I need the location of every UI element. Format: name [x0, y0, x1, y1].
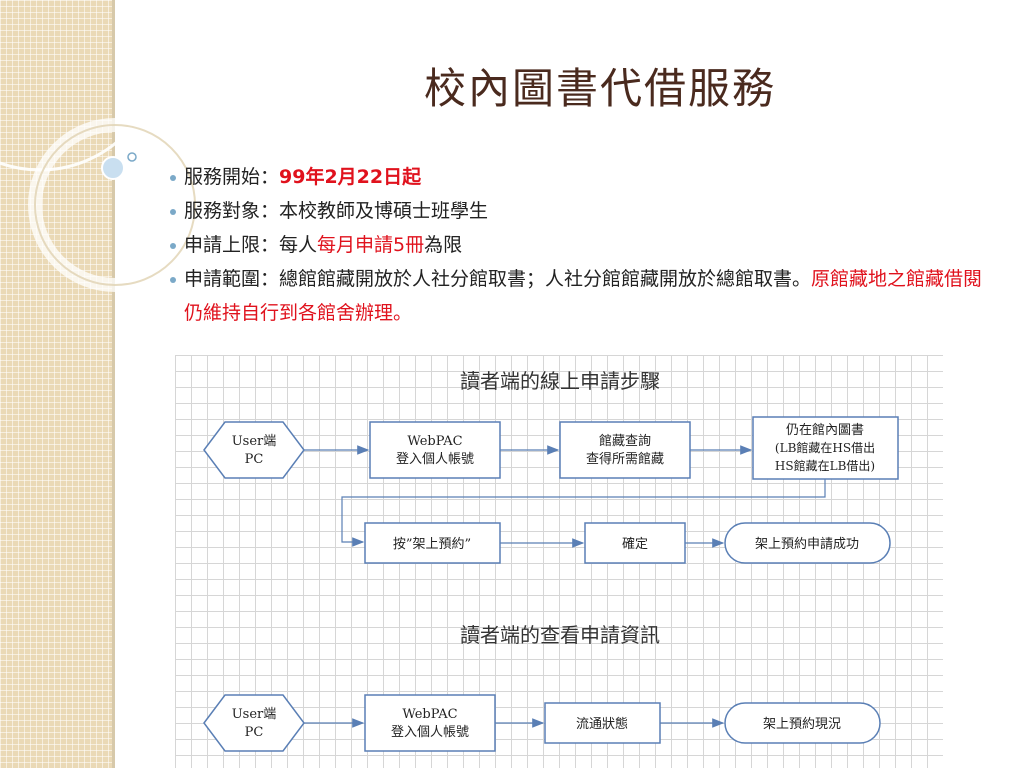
flow-diagram-image: 讀者端的線上申請步驟 User端 PC WebPAC 登入個人帳號 館藏查詢 查… — [175, 355, 943, 768]
flow2-title: 讀者端的查看申請資訊 — [460, 623, 660, 647]
flow1-search-node — [559, 421, 691, 479]
flow-diagram-svg: 讀者端的線上申請步驟 User端 PC WebPAC 登入個人帳號 館藏查詢 查… — [203, 369, 899, 752]
bullet-label: 服務對象：本校教師及博碩士班學生 — [184, 200, 489, 222]
sidebar-pattern — [0, 0, 112, 768]
flow1-confirm-label: 確定 — [622, 536, 648, 552]
request-scope-note: 原館藏地之館藏借閱仍維持自行到各館舍辦理。 — [184, 268, 983, 324]
flow2-current-node — [724, 702, 881, 744]
flow1-webpac-line1: WebPAC — [407, 434, 462, 449]
flow2-webpac-node — [364, 694, 496, 752]
flow1-search-line1: 館藏查詢 — [599, 433, 651, 449]
bullet-label: 服務開始： — [184, 166, 280, 188]
flow1-webpac-line2: 登入個人帳號 — [396, 452, 474, 467]
bullet-label: 申請上限：每人 — [184, 234, 318, 256]
arrow-inlib-reserve — [341, 479, 826, 547]
bullet-service-target: 服務對象：本校教師及博碩士班學生 — [170, 194, 1000, 228]
flow2-webpac-line2: 登入個人帳號 — [391, 725, 469, 740]
service-start-date: 99年2月22日起 — [279, 166, 422, 188]
bullet-request-limit: 申請上限：每人每月申請5冊為限 — [170, 228, 1000, 262]
flow1-inlib-line3: HS館藏在LB借出) — [775, 458, 875, 473]
flow2-status-node — [544, 702, 661, 744]
bullet-suffix: 為限 — [424, 234, 463, 256]
bullet-label: 申請範圍：總館館藏開放於人社分館取書；人社分館館藏開放於總館取書。 — [184, 268, 812, 290]
sidebar-edge — [112, 0, 115, 768]
flow1-reserve-label: 按”架上預約” — [393, 537, 471, 552]
flow1-webpac-node — [369, 421, 501, 479]
flow2-user-line2: PC — [245, 725, 264, 740]
flow1-user-line2: PC — [245, 452, 264, 467]
flow2-webpac-line1: WebPAC — [402, 707, 457, 722]
flow2-status-label: 流通狀態 — [576, 716, 628, 732]
flow1-search-line2: 查得所需館藏 — [586, 451, 664, 467]
flow1-success-label: 架上預約申請成功 — [755, 537, 859, 552]
flow1-user-node — [203, 421, 305, 479]
flow1-inlib-line2: (LB館藏在HS借出 — [775, 440, 875, 455]
slide-title: 校內圖書代借服務 — [423, 64, 776, 113]
flow2-user-node — [203, 694, 305, 752]
request-limit-highlight: 每月申請5冊 — [317, 234, 425, 256]
flow2-current-label: 架上預約現況 — [763, 717, 841, 732]
flow1-inlib-node — [752, 416, 899, 480]
flow2-user-line1: User端 — [232, 707, 277, 722]
flow1-title: 讀者端的線上申請步驟 — [460, 369, 660, 393]
bullet-list: 服務開始：99年2月22日起 服務對象：本校教師及博碩士班學生 申請上限：每人每… — [170, 160, 1000, 330]
bullet-request-scope: 申請範圍：總館館藏開放於人社分館取書；人社分館館藏開放於總館取書。原館藏地之館藏… — [170, 262, 1000, 330]
flow1-success-node — [724, 522, 891, 564]
bullet-service-start: 服務開始：99年2月22日起 — [170, 160, 1000, 194]
flow1-inlib-line1: 仍在館內圖書 — [786, 423, 864, 438]
flow1-user-line1: User端 — [232, 434, 277, 449]
